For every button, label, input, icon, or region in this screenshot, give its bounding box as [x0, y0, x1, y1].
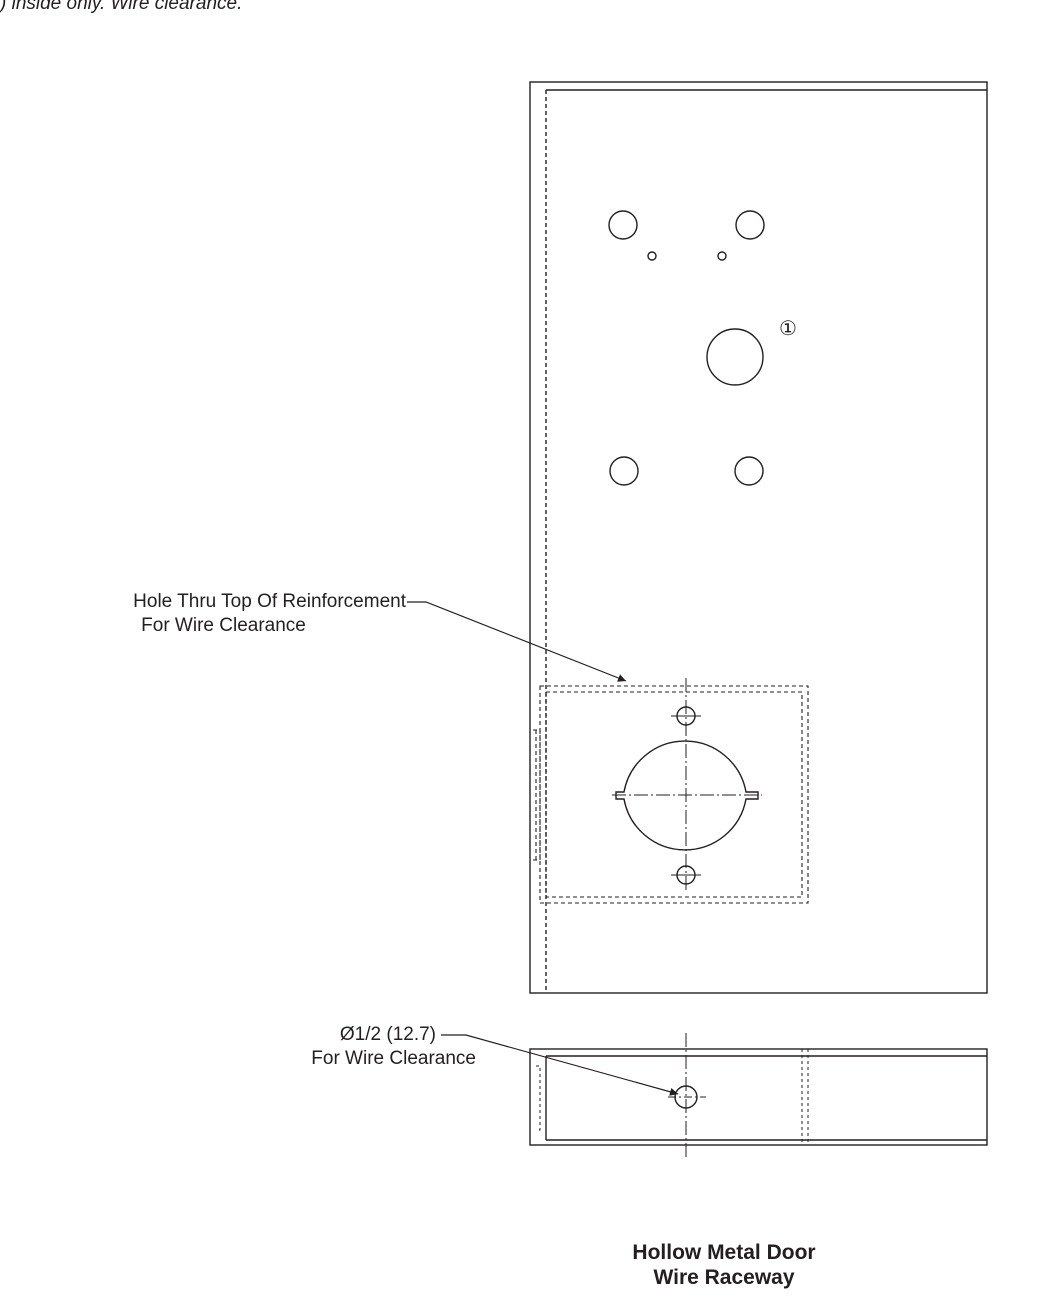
- plan-edge-tab: [536, 1065, 541, 1131]
- lock-cutout: [612, 678, 762, 892]
- lock-cutout-outline: [615, 740, 759, 851]
- mounting-holes: [608, 210, 765, 486]
- cylinder-hole: [706, 328, 764, 386]
- diameter-note-line1: Ø1/2 (12.7): [339, 1024, 436, 1045]
- hole-note-leader: [407, 601, 627, 682]
- plan-outline: [529, 1048, 988, 1146]
- mounting-hole-top-right: [735, 210, 765, 240]
- header-note: ) inside only. Wire clearance.: [0, 0, 243, 14]
- diameter-note-line2: For Wire Clearance: [311, 1048, 476, 1069]
- door-outline: [529, 81, 988, 994]
- plan-view: [529, 1033, 988, 1160]
- reinforcement-inner: [545, 691, 803, 898]
- marker-1-label: ①: [779, 318, 797, 340]
- leaders: [407, 601, 679, 1096]
- hole-note-line1: Hole Thru Top Of Reinforcement: [133, 591, 406, 612]
- drawing-title-line1: Hollow Metal Door: [632, 1241, 816, 1264]
- pilot-hole-right: [717, 251, 727, 261]
- diameter-note-leader: [441, 1034, 679, 1096]
- pilot-hole-left: [647, 251, 657, 261]
- mounting-hole-bottom-right: [734, 456, 764, 486]
- mounting-hole-top-left: [608, 210, 638, 240]
- door-elevation: [529, 81, 988, 994]
- reinforcement-hidden: [533, 685, 809, 904]
- drawing-title-line2: Wire Raceway: [653, 1266, 795, 1289]
- mounting-hole-bottom-left: [609, 456, 639, 486]
- hole-note-line2: For Wire Clearance: [141, 615, 306, 636]
